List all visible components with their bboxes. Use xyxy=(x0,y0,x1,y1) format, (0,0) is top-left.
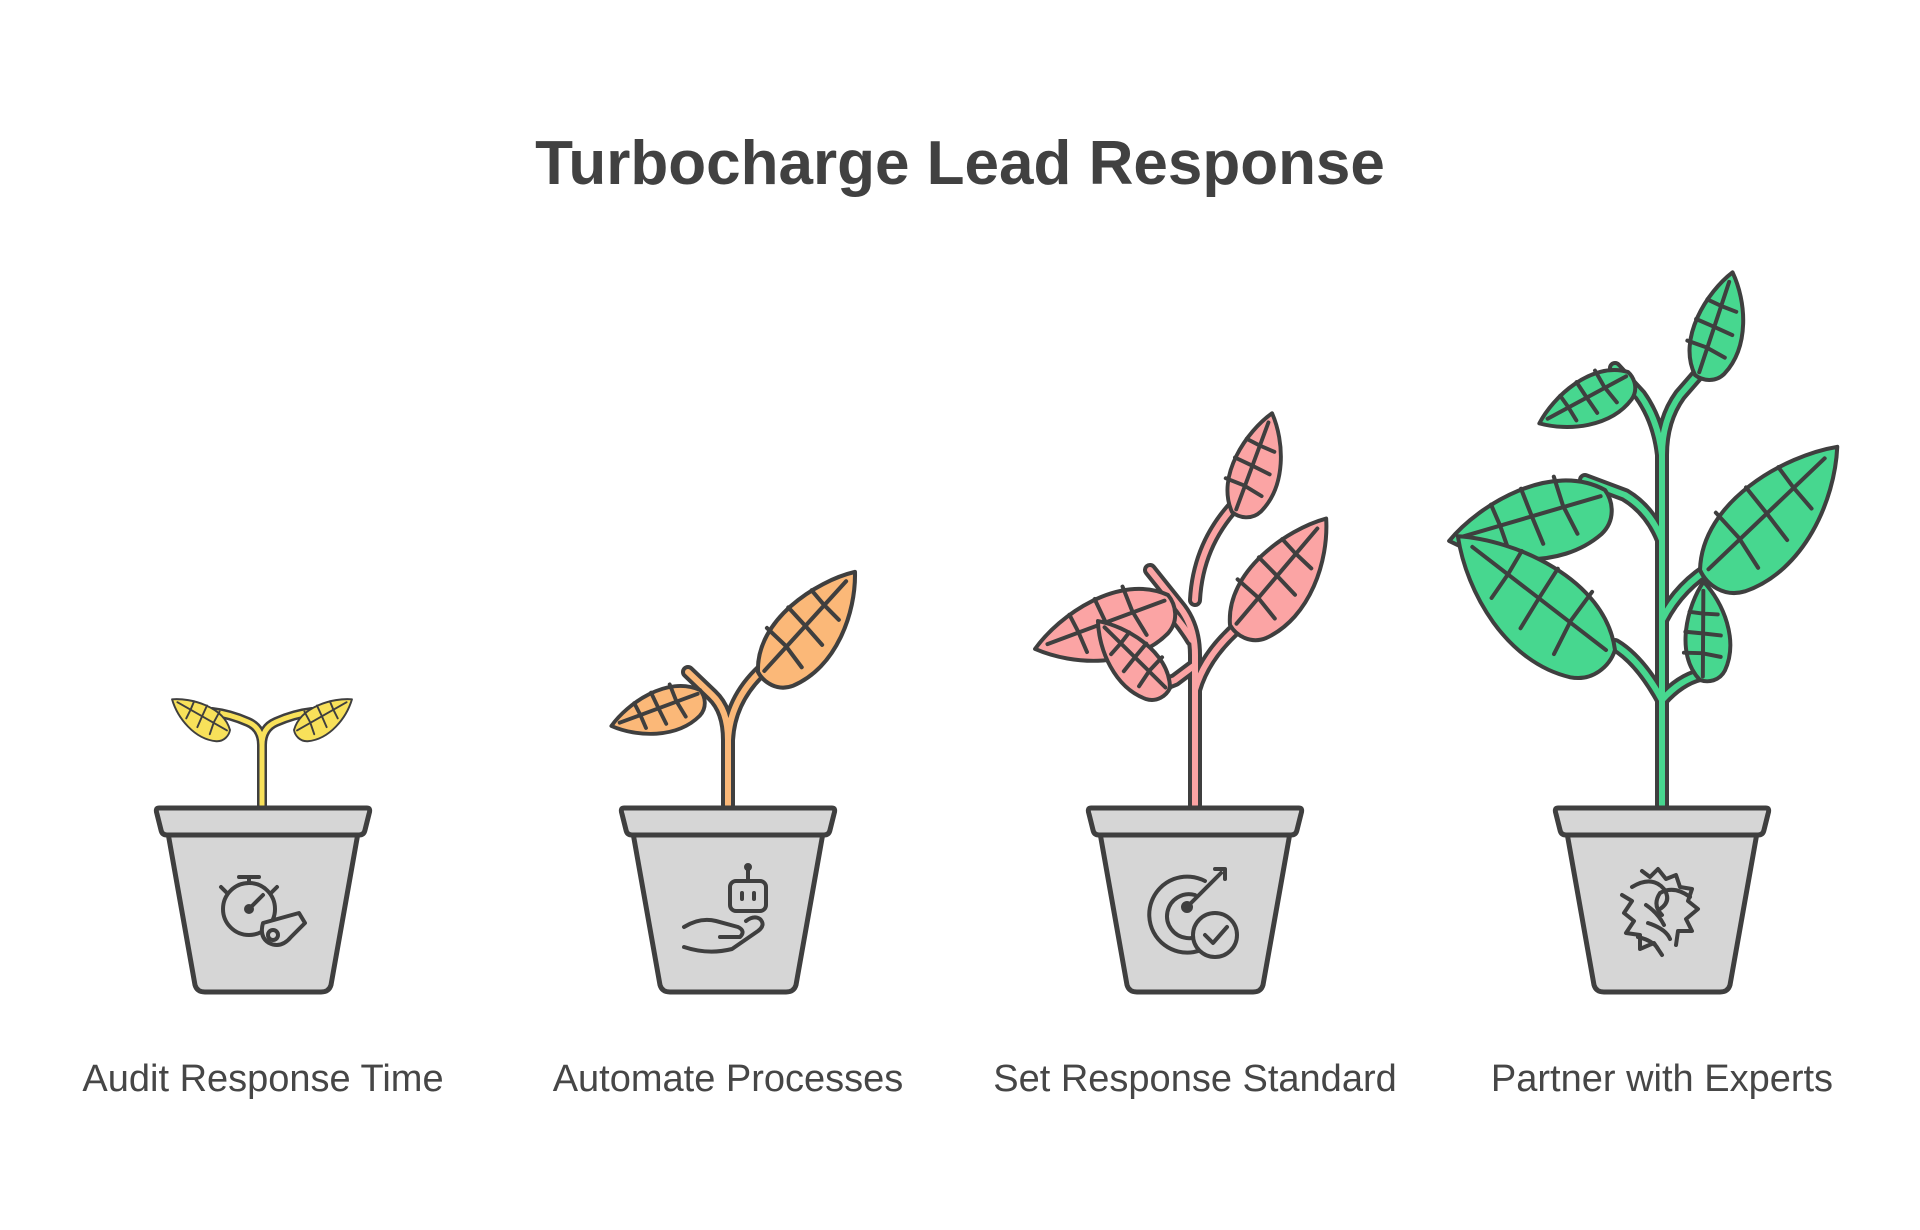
leaf xyxy=(1202,409,1317,529)
target-check-icon xyxy=(1147,867,1239,959)
robot-hand-icon xyxy=(682,863,768,954)
leaf xyxy=(1425,528,1638,691)
plant-stage-3 xyxy=(1030,409,1366,812)
stage-label-set-response-standard: Set Response Standard xyxy=(993,1058,1397,1100)
pot-stage-1 xyxy=(153,805,373,995)
pot-rim xyxy=(153,805,373,838)
stage-label-audit-response-time: Audit Response Time xyxy=(82,1058,444,1100)
pot-body xyxy=(630,830,826,995)
leaf xyxy=(289,696,359,745)
leaf xyxy=(1535,346,1646,461)
page-title: Turbocharge Lead Response xyxy=(535,129,1385,198)
handshake-gears-icon xyxy=(1620,867,1700,957)
pot-stage-2 xyxy=(618,805,838,995)
plant-stage-4 xyxy=(1425,270,1876,812)
pot-rim xyxy=(1085,805,1305,838)
stage-label-automate-processes: Automate Processes xyxy=(552,1058,904,1100)
pot-body xyxy=(1097,830,1293,995)
pot-stage-3 xyxy=(1085,805,1305,995)
stopwatch-whistle-icon xyxy=(219,875,307,947)
leaf xyxy=(165,696,235,745)
plant-stage-2 xyxy=(607,568,889,812)
pot-rim xyxy=(1552,805,1772,838)
pot-stage-4 xyxy=(1552,805,1772,995)
pot-body xyxy=(165,830,361,995)
plant-stage-1 xyxy=(165,696,359,810)
stage-label-partner-with-experts: Partner with Experts xyxy=(1490,1058,1834,1100)
pot-rim xyxy=(618,805,838,838)
leaf xyxy=(1666,270,1777,389)
